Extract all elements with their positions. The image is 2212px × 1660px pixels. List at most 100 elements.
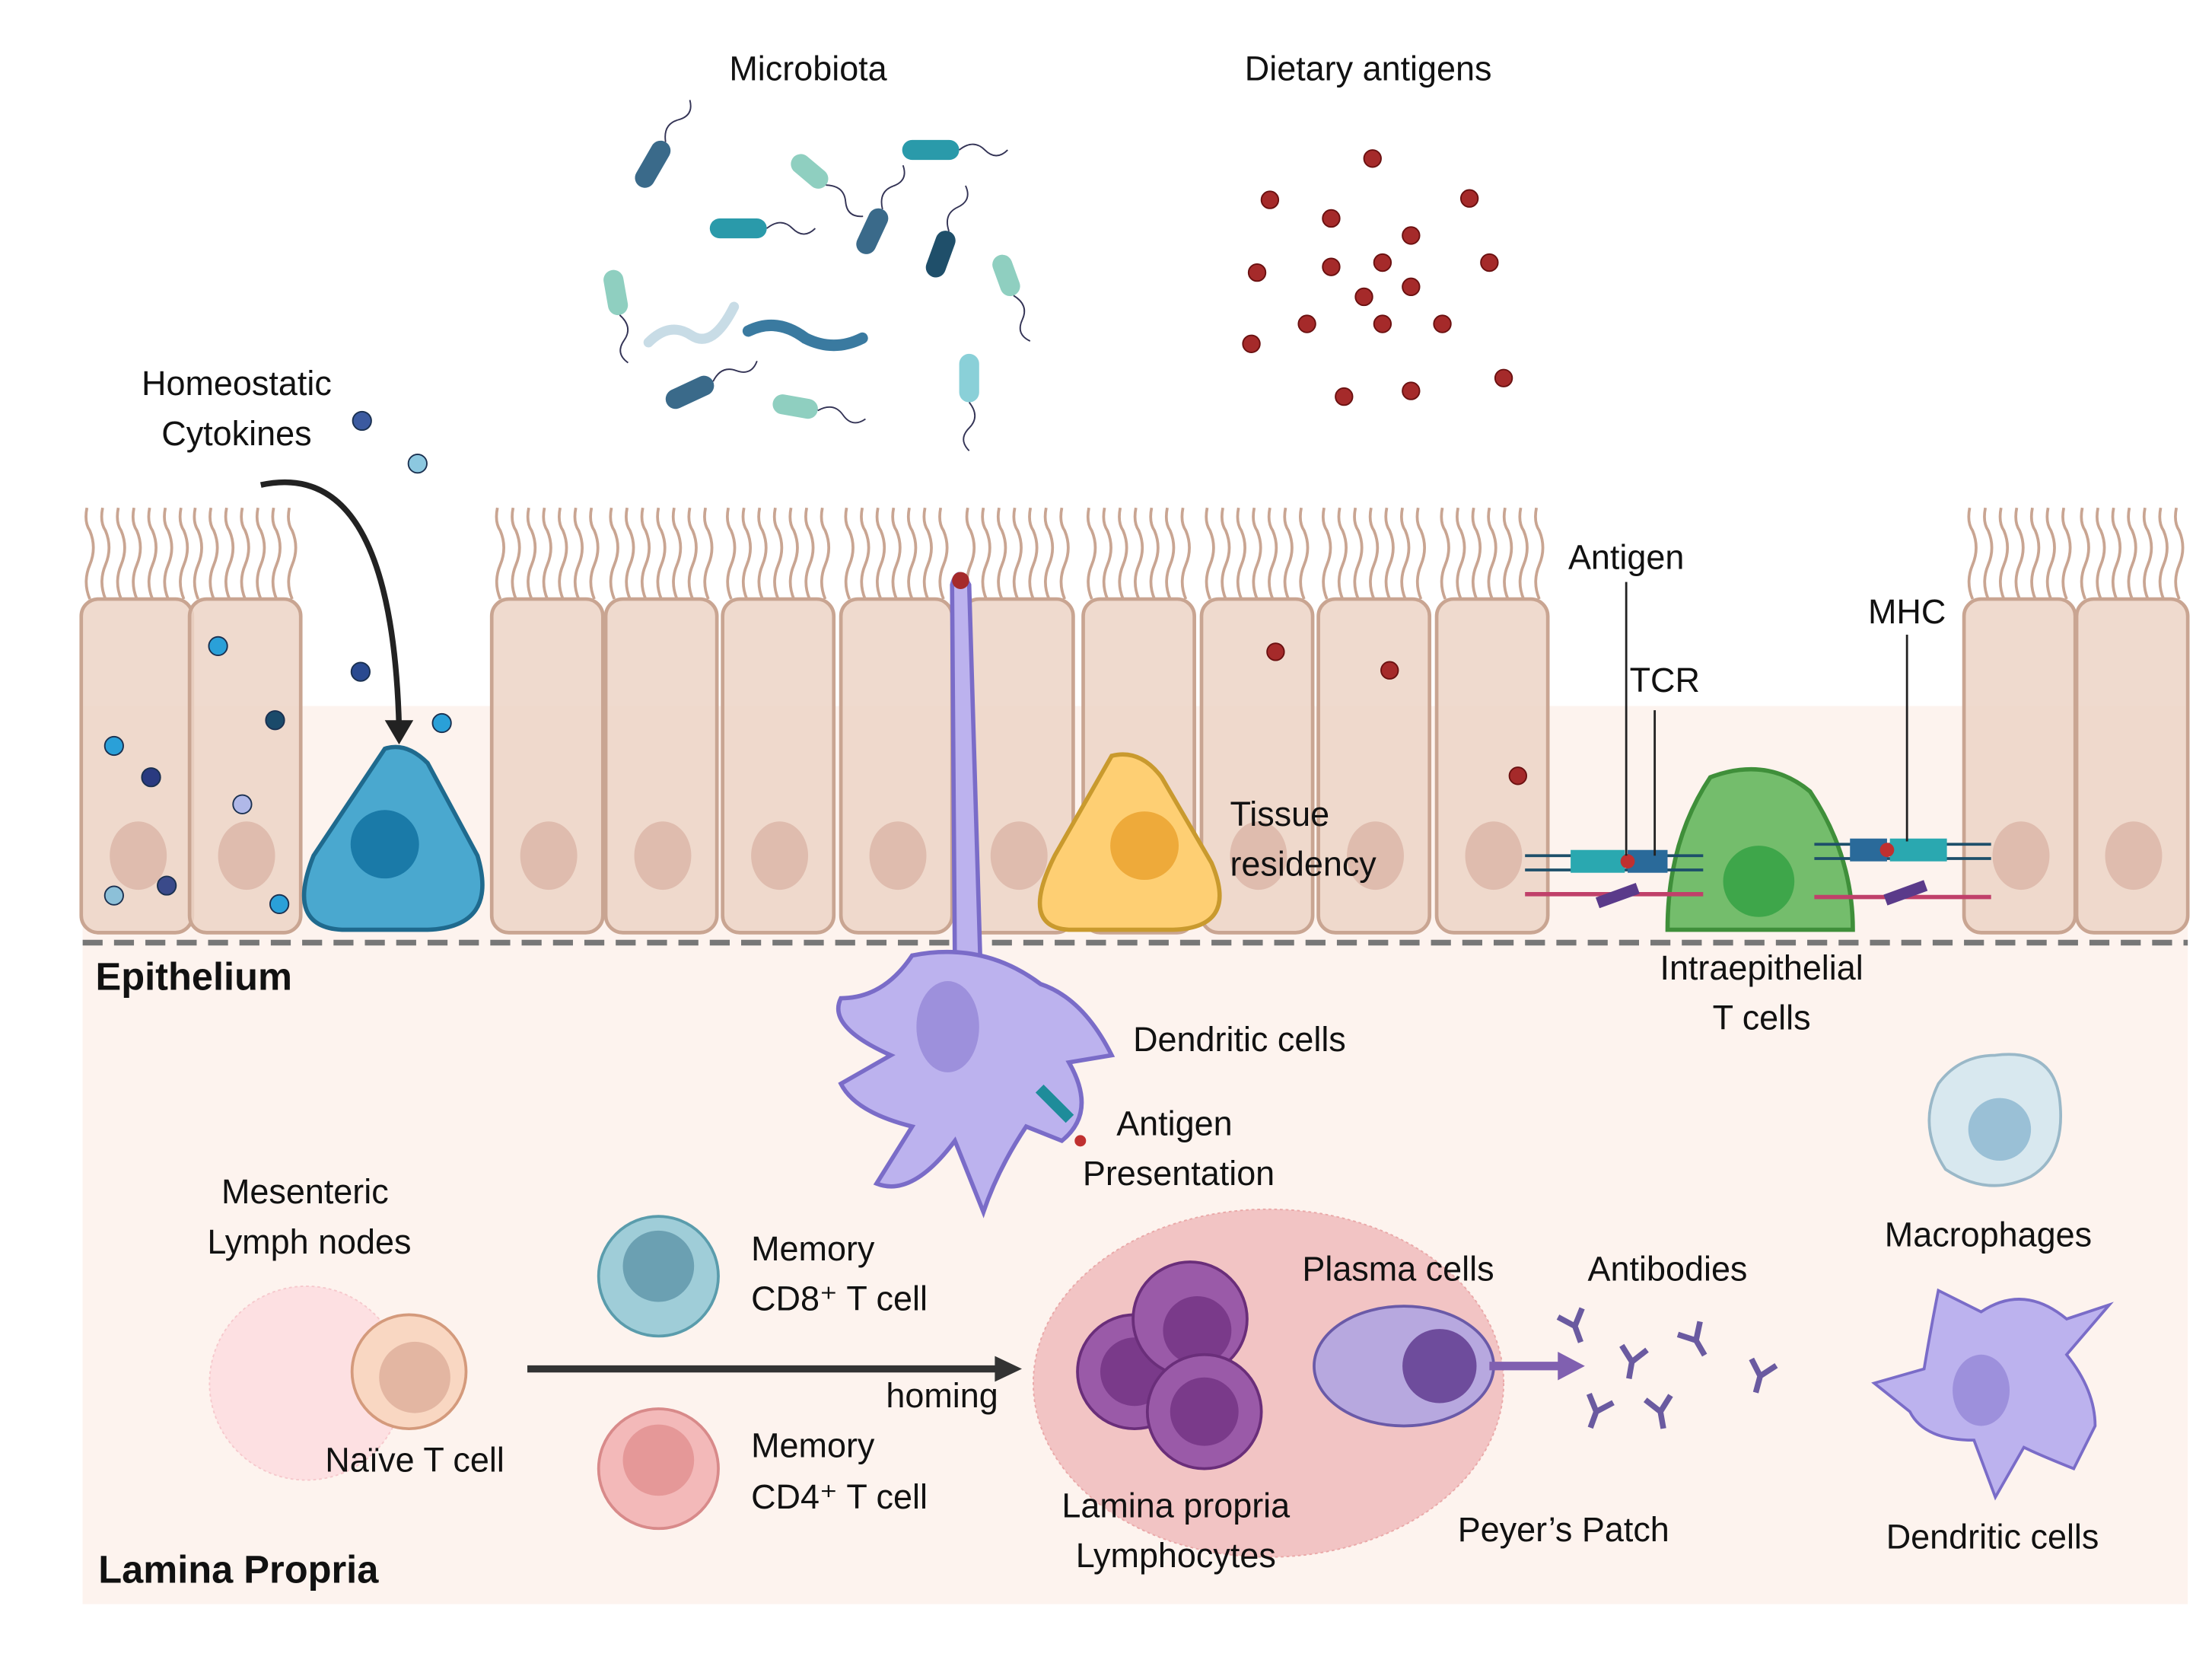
cell-nucleus [751, 821, 809, 891]
microvillus [526, 507, 537, 600]
cell-nucleus [110, 821, 167, 891]
label-memory-cd4-1: Memory [751, 1426, 875, 1465]
cell-nucleus [916, 981, 979, 1072]
flagellum [880, 164, 905, 210]
cell-nucleus [2105, 821, 2163, 891]
antibody-shape [1749, 1357, 1778, 1394]
microvillus [891, 507, 902, 600]
microvillus [1012, 507, 1023, 600]
dietary-antigen-particle [1494, 368, 1513, 387]
bacterium [772, 394, 866, 424]
label-epithelium: Epithelium [95, 954, 291, 998]
cytokine-particle [352, 410, 372, 432]
dietary-antigen-particle [1260, 190, 1280, 209]
label-mesenteric-1: Mesenteric [221, 1172, 389, 1211]
flagellum [712, 360, 758, 382]
bacterium-body [772, 394, 818, 419]
dietary-antigen-particle [1402, 277, 1421, 297]
microvillus [1440, 507, 1450, 600]
flagellum [947, 185, 969, 232]
dietary-antigen-particle [1459, 189, 1479, 208]
cell-nucleus [622, 1230, 695, 1302]
microvillus [116, 507, 126, 600]
epithelial-cell [721, 507, 836, 935]
epithelial-cell [1199, 507, 1315, 935]
cell-nucleus [1230, 821, 1287, 891]
microvillus [625, 507, 635, 600]
tcr-mhc-complex-right [1814, 838, 1991, 906]
mhc-receptor-icon [1035, 1084, 1074, 1123]
dietary-antigen-particle [1247, 263, 1267, 282]
epithelial-cell [1962, 507, 2077, 935]
epithelial-cell [489, 507, 605, 935]
cytokine-particle [208, 636, 228, 656]
microvillus [287, 507, 298, 600]
microvillus [147, 507, 158, 600]
dietary-antigen-particle [1322, 209, 1341, 228]
epithelial-cell [187, 507, 303, 935]
microvillus [1059, 507, 1070, 600]
antibody [1643, 1394, 1673, 1429]
bacterium-body [791, 154, 829, 189]
microvillus [1180, 507, 1191, 600]
spiral-bacterium [643, 301, 740, 348]
microvillus [726, 507, 737, 600]
label-antigen-presentation-1: Antigen [1116, 1104, 1232, 1142]
microvillus [2029, 507, 2041, 600]
cell-nucleus [990, 821, 1048, 891]
microvillus [193, 507, 203, 600]
bacterium [992, 254, 1031, 342]
microvillus [772, 507, 784, 600]
microvillus [558, 507, 568, 600]
microvillus [1998, 507, 2010, 600]
antibody-group [1556, 1307, 1778, 1429]
antibody-shape [1619, 1343, 1649, 1379]
cytokine-particle [232, 794, 253, 814]
microvillus [1518, 507, 1529, 600]
microvillus [1164, 507, 1176, 600]
homing-arrowhead [995, 1356, 1022, 1382]
flagellum [963, 401, 976, 451]
dietary-antigen-particle [1322, 257, 1341, 276]
bacterium [665, 360, 758, 409]
microvillus [1534, 507, 1545, 600]
dietary-antigen-particle [1402, 226, 1421, 245]
microvillus [178, 507, 189, 600]
cell-nucleus [634, 821, 692, 891]
cytokine-particle [141, 767, 161, 788]
microvillus [687, 507, 698, 600]
flagellum [817, 406, 866, 424]
label-memory-cd8-2: CD8⁺ T cell [751, 1279, 928, 1318]
epithelial-cell [960, 507, 1075, 935]
label-intraepithelial-2: T cells [1713, 999, 1811, 1037]
bacterium-body [635, 140, 671, 188]
microvillus [1502, 507, 1513, 600]
cell-nucleus [1968, 1098, 2032, 1161]
microvillus [542, 507, 552, 600]
antibody [1749, 1357, 1778, 1394]
microvillus [741, 507, 753, 600]
label-mesenteric-2: Lymph nodes [207, 1222, 411, 1261]
microvillus [1236, 507, 1246, 600]
microvillus [875, 507, 886, 600]
microvillus [757, 507, 768, 600]
cell-nucleus [869, 821, 927, 891]
microvillus [788, 507, 799, 600]
cytokine-arrow [259, 479, 403, 728]
label-antigen: Antigen [1568, 538, 1684, 577]
dietary-antigen-particle [1363, 149, 1382, 168]
flagellum [619, 314, 629, 364]
bacterium [791, 154, 864, 218]
cell-nucleus [218, 821, 275, 891]
cell-nucleus [622, 1424, 695, 1496]
dietary-antigen-particle [1402, 381, 1421, 400]
cytokine-particle [157, 875, 177, 896]
flagellum [826, 184, 864, 218]
bacterium-body [665, 375, 715, 409]
dendritic-cell-body [835, 949, 1116, 1219]
label-memory-cd4-2: CD4⁺ T cell [751, 1477, 928, 1516]
label-tissue-residency-1: Tissue [1230, 795, 1329, 833]
bacterium [902, 139, 1008, 161]
dietary-antigen-particle [1242, 334, 1261, 353]
